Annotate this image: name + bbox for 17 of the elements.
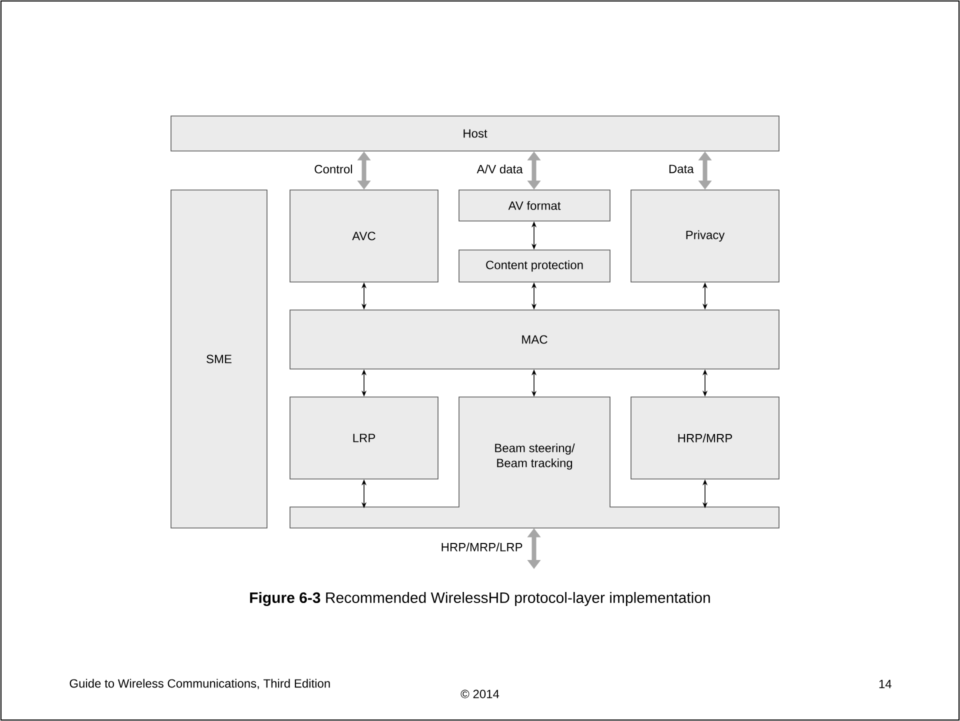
layer-bar: MAC xyxy=(290,310,780,370)
layer-box: Privacy xyxy=(630,190,780,282)
edge-label: A/V data xyxy=(476,164,523,174)
figure-caption: Figure 6-3 Recommended WirelessHD protocol-layer implementation xyxy=(250,592,710,606)
layer-box: LRP xyxy=(290,396,438,480)
edge-label: Data xyxy=(669,164,694,174)
layer-box: SME xyxy=(170,190,268,528)
footer-text: Guide to Wireless Communications, Third Edition xyxy=(70,678,330,690)
layer-box: Content protection xyxy=(458,250,610,282)
layer-box: HRP/MRP xyxy=(630,396,780,480)
layer-box: AV format xyxy=(458,190,610,222)
layer-box: AVC xyxy=(290,190,438,282)
page-number: 14 xyxy=(879,680,892,688)
layer-bar: Host xyxy=(170,116,780,152)
edge-label: HRP/MRP/LRP xyxy=(442,542,522,552)
footer-text: © 2014 xyxy=(460,690,500,698)
edge-label: Control xyxy=(314,164,352,174)
